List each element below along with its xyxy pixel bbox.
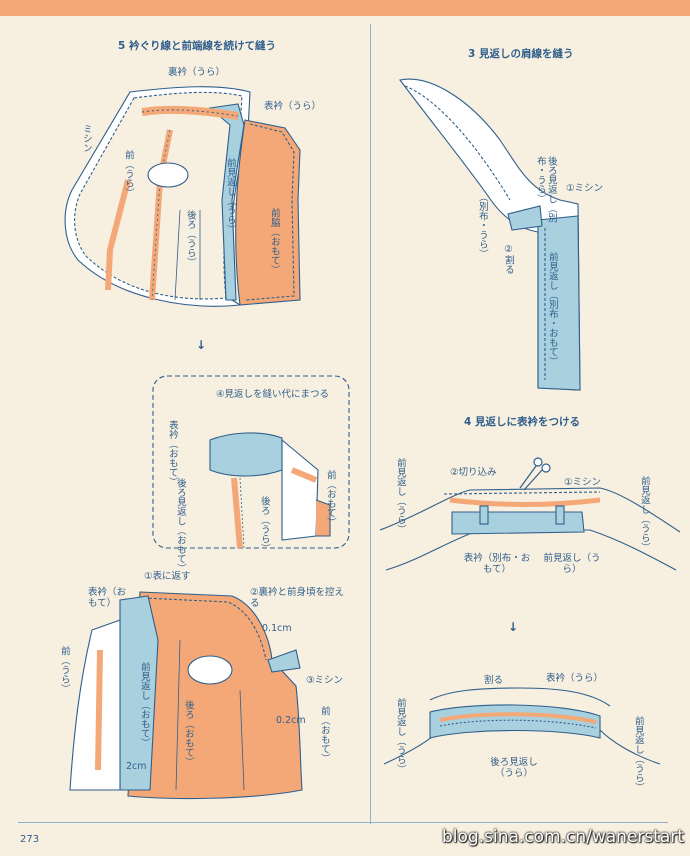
inset-ushiro-mikaeshi-label: 後ろ見返し（おもて）	[174, 478, 186, 573]
step5-inset-figure	[152, 375, 350, 549]
step3-betsu-ura-label: （別布・うら）	[476, 192, 488, 259]
step4b-omote-eri-label: 表衿（うら）	[546, 673, 604, 684]
step4-top-figure	[379, 487, 681, 571]
step5-top-figure	[64, 86, 301, 307]
bottom-omote-eri-label: 表衿（おもて）	[88, 587, 127, 609]
mishin-label: ミシン	[80, 124, 92, 153]
step4-mae-mikaeshi-center-label: 前見返し（うら）	[543, 553, 601, 575]
mae-mikaeshi-ura-label: 前見返し（うら）	[224, 158, 236, 234]
bottom-ushiro-omote-label: 後ろ（おもて）	[182, 700, 194, 767]
watermark: blog.sina.com.cn/wanerstart	[442, 827, 684, 847]
step5-heading: 5 衿ぐり線と前端線を続けて縫う	[118, 40, 276, 52]
inset-ushiro-ura-label: 後ろ（うら）	[258, 496, 270, 553]
step4b-mae-mikaeshi-left-label: 前見返し（うら）	[394, 698, 406, 774]
step4-mae-mikaeshi-right-label: 前見返し（うら）	[638, 476, 650, 552]
bottom-mae-mikaeshi-label: 前見返し（おもて）	[138, 662, 150, 748]
down-arrow-1: ↓	[196, 338, 207, 352]
inset-step4-label: ④見返しを縫い代にまつる	[216, 389, 330, 400]
down-arrow-2: ↓	[508, 620, 519, 634]
inset-omote-eri-label: 表衿（おもて）	[166, 420, 178, 487]
step4b-ushiro-mikaeshi-label: 後ろ見返し（うら）	[490, 757, 538, 779]
bottom-mae-ura-label: 前（うら）	[58, 646, 70, 694]
step4-heading: 4 見返しに表衿をつける	[464, 416, 580, 428]
step4-omote-eri-label: 表衿（別布・おもて）	[463, 553, 531, 575]
step3-figure	[399, 78, 581, 391]
step5-bottom-figure	[69, 591, 303, 800]
top-color-bar	[0, 0, 690, 16]
step4-bottom-figure	[383, 687, 661, 765]
step4-mishin-label: ①ミシン	[564, 477, 602, 488]
step3-mae-mikaeshi-label: 前見返し（別布・おもて）	[546, 252, 558, 366]
step4b-waru-label: 割る	[484, 675, 504, 686]
measure-02-label: 0.2cm	[276, 715, 306, 726]
ushiro-ura-label: 後ろ（うら）	[184, 210, 196, 267]
step3-ushiro-mikaeshi-label: 後ろ見返し（別布・うら）	[534, 156, 557, 223]
kirikomi-label: ②切り込み	[450, 467, 497, 478]
inset-mae-omote-label: 前（おもて）	[324, 470, 336, 527]
step3-heading: 3 見返しの肩線を縫う	[468, 48, 574, 60]
ura-eri-label: 裏衿（うら）	[168, 67, 226, 78]
bottom-rule	[18, 822, 668, 823]
maewaki-omote-label: 前脇（おもて）	[268, 208, 280, 275]
bottom-mae-omote-label: 前（おもて）	[318, 706, 330, 763]
measure-01-label: 0.1cm	[262, 623, 292, 634]
mae-ura-label: 前（うら）	[122, 150, 134, 198]
page-number: 273	[20, 834, 40, 845]
step4-mae-mikaeshi-left-label: 前見返し（うら）	[394, 458, 406, 534]
step3-waru-label: ②割る	[502, 244, 514, 274]
scissors-icon	[519, 457, 551, 491]
step4b-mae-mikaeshi-right-label: 前見返し（うら）	[632, 716, 644, 792]
step1-label: ①表に返す	[144, 571, 191, 582]
step3-mishin-label: ①ミシン	[566, 183, 604, 194]
omote-eri-ura-label: 表衿（うら）	[264, 101, 322, 112]
measure-2-label: 2cm	[126, 761, 147, 772]
step3-mishin-label: ③ミシン	[306, 675, 344, 686]
step2-label: ②裏衿と前身頃を控える	[250, 587, 345, 609]
column-divider	[370, 24, 371, 824]
